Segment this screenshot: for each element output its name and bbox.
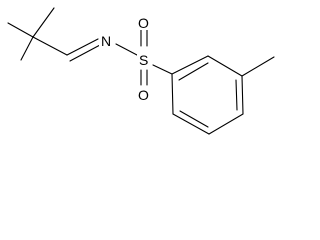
- bond-imine-c-n-second: [69, 44, 101, 62]
- ring-bond-1: [171, 55, 209, 75]
- ring-inner-double-1: [178, 62, 209, 81]
- structure-svg: N S O O: [7, 7, 275, 135]
- structure-diagram: N S O O: [7, 7, 275, 135]
- bond-imine-c-n: [66, 38, 99, 56]
- atom-label-sulfur: S: [139, 52, 148, 68]
- bond-tbutyl-methyl-bottom: [20, 36, 34, 61]
- oxygen-bottom-label-bg: [137, 86, 152, 102]
- bond-tbutyl-methyl-top-right: [32, 7, 55, 38]
- ring-bond-5: [172, 113, 210, 135]
- bonds: [7, 7, 275, 135]
- bond-tbutyl-to-ch: [32, 36, 68, 56]
- bond-ring-methyl: [241, 56, 275, 77]
- ring-bond-4: [208, 113, 244, 135]
- ring-bond-2: [207, 55, 243, 77]
- ring-inner-double-2: [235, 79, 238, 111]
- oxygen-top-label-bg: [137, 14, 152, 30]
- bond-tbutyl-methyl-top-left: [7, 22, 34, 38]
- ring-bond-6: [171, 73, 174, 115]
- atom-label-oxygen-bottom: O: [138, 87, 149, 103]
- bond-s-ring: [152, 64, 173, 75]
- ring-inner-double-3: [179, 110, 209, 128]
- nitrogen-label-bg: [99, 32, 114, 48]
- atom-label-oxygen-top: O: [138, 15, 149, 31]
- ring-bond-3: [241, 75, 244, 115]
- atom-label-nitrogen: N: [101, 33, 111, 49]
- bond-n-s: [115, 43, 138, 56]
- atom-labels: N S O O: [99, 14, 152, 103]
- sulfur-label-bg: [137, 51, 151, 67]
